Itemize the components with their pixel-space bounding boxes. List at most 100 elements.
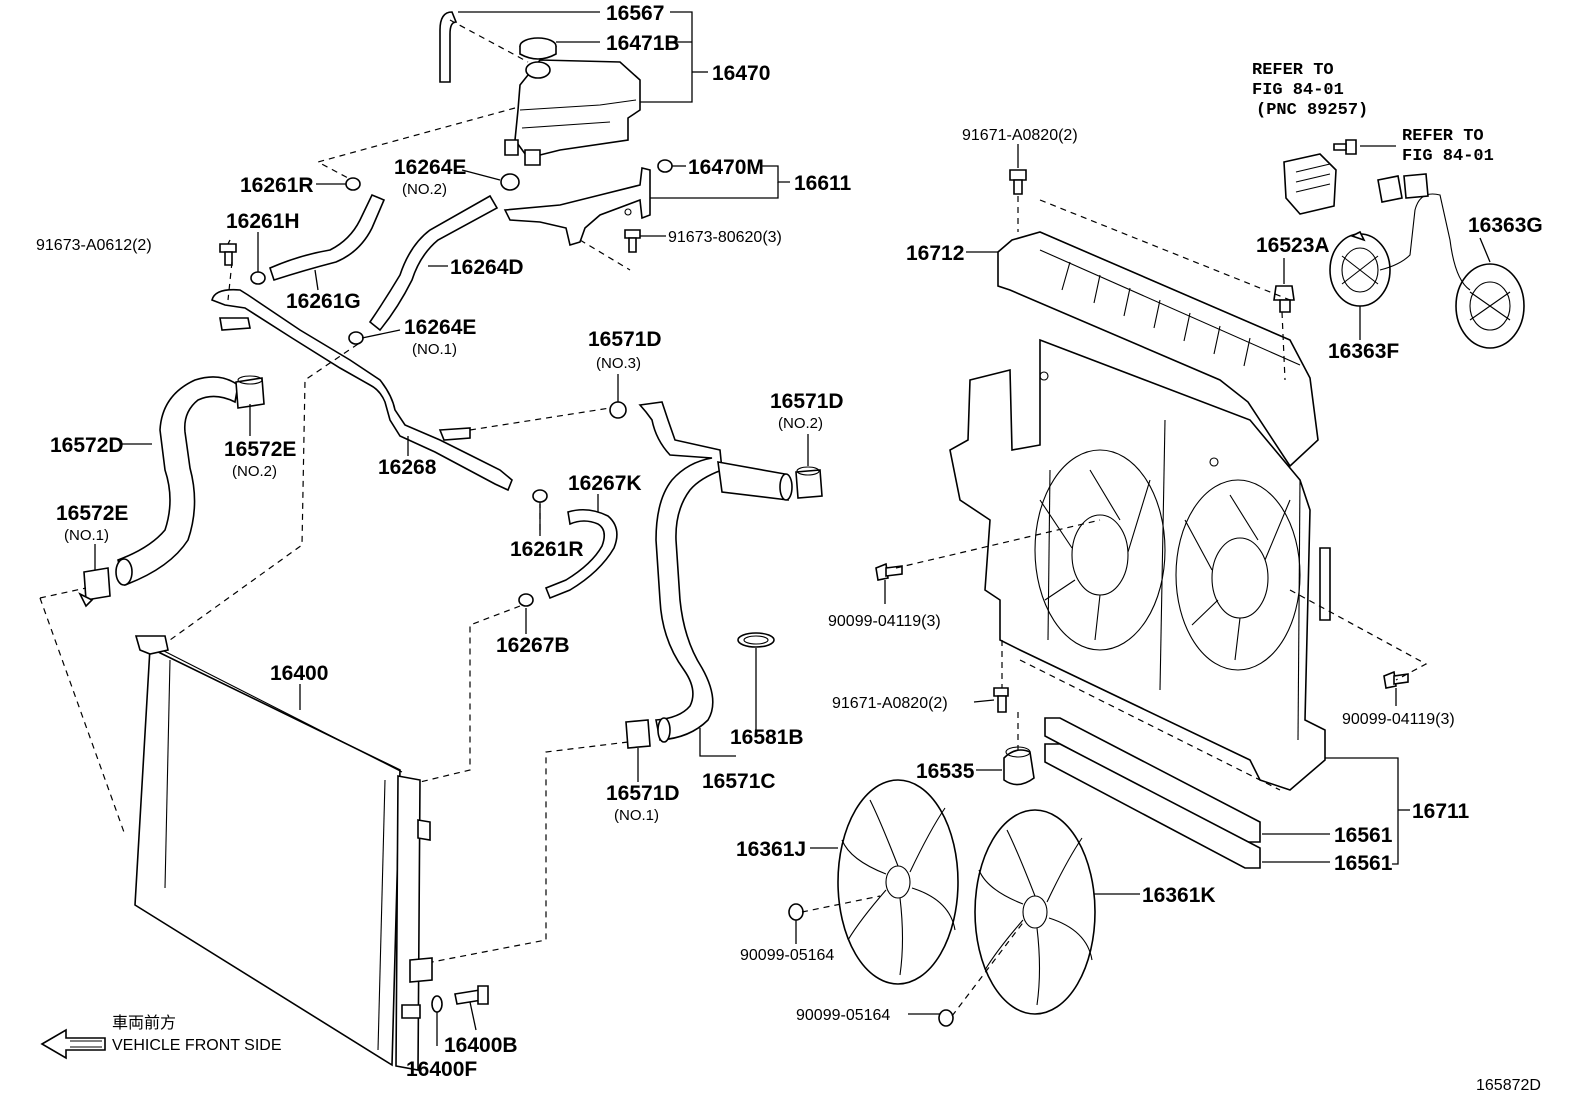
fan-shroud (949, 338, 1331, 791)
nut-90099-05164-b (938, 1009, 954, 1027)
label-16611: 16611 (794, 172, 852, 195)
air-baffle-16712 (997, 231, 1319, 468)
radiator (134, 635, 433, 1071)
label-91671-a0820-top: 91671-A0820(2) (962, 127, 1078, 144)
lower-radiator-hose (638, 401, 793, 743)
part-labels: 16567 16471B 16470 16261R 16264E (NO.2) … (36, 2, 1543, 1081)
label-no1-c: (NO.1) (614, 807, 659, 824)
reservoir-cap (519, 37, 557, 60)
label-16471b: 16471B (606, 32, 680, 55)
label-16712: 16712 (906, 242, 964, 265)
clamp-16264e-no1 (348, 331, 364, 345)
label-91673-80620: 91673-80620(3) (668, 229, 782, 246)
label-16571d-no2: 16571D (770, 390, 844, 413)
label-16261h: 16261H (226, 210, 300, 233)
label-16267b: 16267B (496, 634, 570, 657)
fan-motor-16363g (1455, 263, 1525, 349)
label-16264e-no2: 16264E (394, 156, 466, 179)
label-no2-b: (NO.2) (778, 415, 823, 432)
fan-16361j (837, 779, 959, 985)
label-16571d-no3: 16571D (588, 328, 662, 351)
hose-16267k (544, 508, 618, 600)
shroud-fan-left (1039, 469, 1151, 641)
fan-16361k (974, 809, 1096, 1015)
label-16561-a: 16561 (1334, 824, 1393, 847)
reservoir-overflow-hose (439, 11, 458, 83)
clamp-16571d-no3 (609, 401, 627, 419)
label-16711: 16711 (1412, 800, 1470, 823)
label-90099-05164-a: 90099-05164 (740, 947, 834, 964)
label-16363g: 16363G (1468, 214, 1543, 237)
label-16581b: 16581B (730, 726, 804, 749)
figure-id: 165872D (1476, 1077, 1541, 1094)
nut-90099-05164-a (788, 903, 804, 921)
clamp-16572e-no2 (235, 375, 265, 409)
orientation-labels: 車両前方 VEHICLE FRONT SIDE (112, 1014, 282, 1054)
fan-relay (1283, 153, 1337, 215)
label-16571c: 16571C (702, 770, 776, 793)
clamp-16261r-mid (532, 489, 548, 503)
clamp-16572e-no1 (78, 567, 111, 608)
clamp-16571d-no1 (625, 719, 651, 749)
label-no2-c: (NO.2) (232, 463, 277, 480)
shroud-fan-right (1184, 494, 1291, 661)
clamp-16267b (518, 593, 534, 607)
label-90099-04119-left: 90099-04119(3) (828, 613, 941, 630)
clamp-16581b (737, 632, 775, 648)
grommet-16535 (1003, 746, 1035, 786)
label-16523a: 16523A (1256, 234, 1330, 257)
label-no1-a: (NO.1) (412, 341, 457, 358)
label-16363f: 16363F (1328, 340, 1399, 363)
seal-strip-lower (1044, 743, 1261, 869)
clamp-16571d-no2 (795, 466, 823, 499)
hose-16261g (269, 193, 386, 282)
label-no3-a: (NO.3) (596, 355, 641, 372)
clamp-16261r-top (345, 177, 361, 191)
label-16470m: 16470M (688, 156, 764, 179)
label-16535: 16535 (916, 760, 975, 783)
clamp-16264e-no2 (500, 173, 520, 191)
clip-16523a (1273, 285, 1295, 313)
label-16400b: 16400B (444, 1034, 518, 1057)
orientation-jp: 車両前方 (112, 1014, 176, 1032)
note-refer1-line2: FIG 84-01 (1252, 81, 1344, 100)
bolt-90099-04119-left (875, 562, 903, 581)
label-16261r-top: 16261R (240, 174, 314, 197)
label-16264e-no1: 16264E (404, 316, 476, 339)
drain-cock-16400b (454, 985, 489, 1005)
note-refer1-line1: REFER TO (1252, 61, 1334, 80)
label-91673-a0612: 91673-A0612(2) (36, 237, 152, 254)
label-90099-05164-b: 90099-05164 (796, 1007, 890, 1024)
note-refer1-line3: (PNC 89257) (1256, 101, 1368, 120)
label-16361k: 16361K (1142, 884, 1216, 907)
label-16261r-mid: 16261R (510, 538, 584, 561)
seal-strip-upper (1044, 717, 1261, 843)
grommet-16470m (657, 159, 673, 173)
bolt-91671-a0820-top (1009, 169, 1027, 195)
label-16572d: 16572D (50, 434, 124, 457)
note-refer2-line1: REFER TO (1402, 127, 1484, 146)
dashed-connectors (39, 19, 1428, 1017)
hose-16264d (368, 194, 499, 332)
label-16400f: 16400F (406, 1058, 477, 1081)
reservoir-bracket (503, 167, 651, 247)
bolt-91673-a0612 (219, 243, 237, 266)
label-16567: 16567 (606, 2, 664, 25)
screw-relay (1333, 139, 1357, 155)
label-16268: 16268 (378, 456, 437, 479)
o-ring-16400f (431, 995, 443, 1013)
label-no2-a: (NO.2) (402, 181, 447, 198)
motor-wiring-harness (1377, 173, 1471, 291)
label-90099-04119-right: 90099-04119(3) (1342, 711, 1455, 728)
clamp-16261h (250, 271, 266, 285)
fan-motor-16363f (1329, 230, 1391, 307)
reservoir-tank (504, 59, 641, 166)
orientation-en: VEHICLE FRONT SIDE (112, 1037, 282, 1054)
label-16400: 16400 (270, 662, 328, 685)
upper-radiator-hose (115, 376, 239, 587)
note-refer2-line2: FIG 84-01 (1402, 147, 1494, 166)
vehicle-front-arrow (40, 1028, 106, 1060)
label-16264d: 16264D (450, 256, 524, 279)
